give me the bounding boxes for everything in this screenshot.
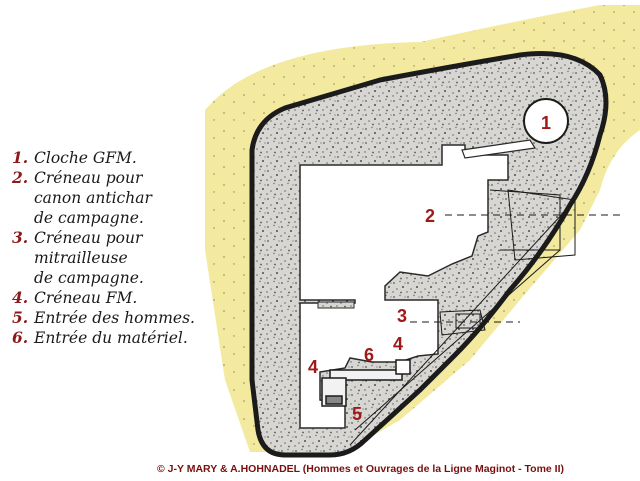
callout-4a: 4	[393, 334, 403, 354]
legend-number: 4.	[12, 288, 29, 307]
legend-text: Entrée des hommes.	[34, 309, 195, 327]
legend-number: 3.	[12, 228, 29, 247]
legend-number: 5.	[12, 308, 29, 327]
gfm-cloche	[523, 98, 569, 144]
callout-3: 3	[397, 306, 407, 326]
callout-2: 2	[425, 206, 435, 226]
legend-number: 6.	[12, 328, 29, 347]
legend-item: 5. Entrée des hommes.	[12, 308, 195, 328]
bunker-interior	[299, 144, 509, 429]
entrance-structures	[321, 359, 411, 407]
legend-item: 6. Entrée du matériel.	[12, 328, 195, 348]
embrasure-lines	[349, 189, 625, 446]
legend-number: 2.	[12, 168, 29, 187]
inner-partition	[317, 301, 355, 309]
callout-6: 6	[364, 345, 374, 365]
legend: 1. Cloche GFM. 2. Créneau pour canon ant…	[12, 148, 195, 348]
callout-5: 5	[352, 404, 362, 424]
legend-item: 4. Créneau FM.	[12, 288, 195, 308]
legend-item: 2. Créneau pour canon antichar de campag…	[12, 168, 195, 228]
legend-item: 1. Cloche GFM.	[12, 148, 195, 168]
callout-4b: 4	[308, 357, 318, 377]
legend-text: Entrée du matériel.	[34, 329, 188, 347]
legend-item: 3. Créneau pour mitrailleuse de campagne…	[12, 228, 195, 288]
copyright-credit: © J-Y MARY & A.HOHNADEL (Hommes et Ouvra…	[157, 463, 564, 475]
cloche-passage	[461, 139, 536, 159]
legend-number: 1.	[12, 148, 29, 167]
legend-text: Créneau pour mitrailleuse de campagne.	[34, 229, 144, 287]
legend-text: Créneau FM.	[34, 289, 138, 307]
callout-1: 1	[541, 113, 551, 133]
legend-text: Créneau pour canon antichar de campagne.	[34, 169, 152, 227]
legend-text: Cloche GFM.	[34, 149, 137, 167]
